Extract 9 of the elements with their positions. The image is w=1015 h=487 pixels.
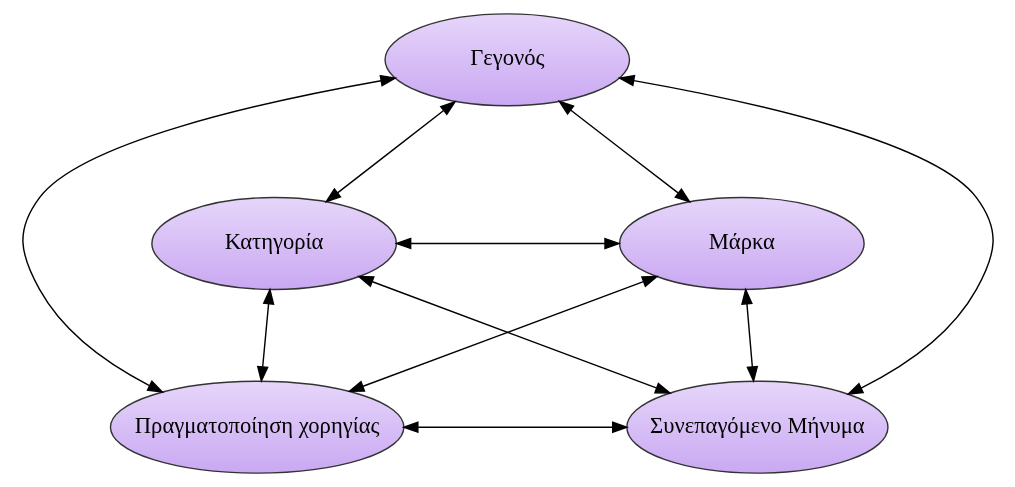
arrow bbox=[21, 74, 397, 393]
arrow bbox=[740, 287, 758, 384]
arrow bbox=[324, 100, 457, 203]
arrow bbox=[557, 100, 691, 204]
arrow bbox=[256, 287, 274, 384]
arrow bbox=[617, 74, 994, 396]
node-ellipse: Γεγονός bbox=[383, 13, 630, 107]
arrow bbox=[393, 237, 621, 250]
arrow bbox=[401, 421, 629, 434]
